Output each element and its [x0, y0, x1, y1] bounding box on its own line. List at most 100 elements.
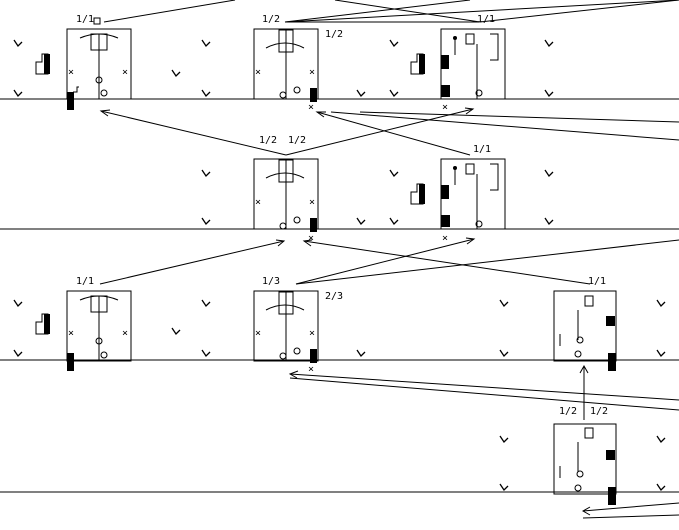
- character-icon: [67, 353, 74, 371]
- character-icon: [608, 487, 616, 505]
- character-icon: [310, 349, 317, 363]
- scene-block: [465, 33, 475, 45]
- bird-icon: [201, 217, 211, 226]
- transition-line: [334, 0, 481, 23]
- transition-arrow: [100, 110, 287, 156]
- bird-icon: [13, 299, 23, 308]
- transition-arrow: [285, 108, 474, 156]
- bird-icon: [499, 483, 509, 492]
- bird-icon: [499, 299, 509, 308]
- bird-icon: [544, 217, 554, 226]
- cross-mark: ×: [255, 197, 261, 208]
- bird-icon: [356, 89, 366, 98]
- state-frame: [440, 158, 506, 230]
- probability-label: 1/3: [262, 276, 280, 287]
- ground-lines: [0, 98, 679, 493]
- bird-icon: [656, 299, 666, 308]
- scene-node: [475, 89, 483, 97]
- bird-icon: [389, 169, 399, 178]
- bird-icon: [499, 349, 509, 358]
- character-icon: [310, 88, 317, 102]
- bird-icon: [656, 435, 666, 444]
- decorative-birds: [13, 39, 666, 492]
- bird-icon: [544, 39, 554, 48]
- bird-icon: [171, 327, 181, 336]
- scene-node: [293, 347, 301, 355]
- scene-node: [279, 352, 287, 360]
- bird-icon: [201, 299, 211, 308]
- state-3b: 1/3 2/3 × × ×: [253, 276, 343, 375]
- side-probability-label: 1/2: [325, 29, 343, 40]
- scene-block: [584, 427, 594, 439]
- bird-icon: [201, 89, 211, 98]
- bird-icon: [544, 169, 554, 178]
- probability-label: 1/1: [76, 276, 94, 287]
- bird-icon: [13, 349, 23, 358]
- state-frame: [66, 290, 132, 362]
- cross-mark: ×: [308, 233, 314, 244]
- bird-icon: [656, 349, 666, 358]
- cross-mark: ×: [309, 67, 315, 78]
- character-icon: [419, 184, 425, 204]
- character-icon: [606, 450, 615, 460]
- bird-icon: [389, 89, 399, 98]
- scene-node: [279, 222, 287, 230]
- scene-node: [95, 76, 103, 84]
- character-icon: [606, 316, 615, 326]
- scene-node: [453, 166, 457, 170]
- transition-arrows: [99, 0, 679, 519]
- state-frame: [553, 423, 617, 495]
- state-1c: 1/1 ×: [440, 14, 506, 113]
- character-icon: [441, 215, 450, 227]
- transition-line: [295, 239, 679, 285]
- scene-block: [465, 163, 475, 175]
- cross-mark: ×: [68, 67, 74, 78]
- side-probability-label: 2/3: [325, 291, 343, 302]
- bird-icon: [201, 169, 211, 178]
- transition-line: [284, 0, 471, 23]
- scene-bracket: [490, 163, 499, 191]
- transition-arrow: [582, 502, 679, 512]
- arrowhead: [302, 239, 313, 247]
- transition-line: [582, 514, 679, 519]
- probability-label-secondary: 1/2: [288, 135, 306, 146]
- transition-line: [359, 111, 679, 123]
- cross-mark: ×: [309, 197, 315, 208]
- scene-block: [584, 295, 594, 307]
- cross-mark: ×: [255, 67, 261, 78]
- cross-mark: ×: [442, 102, 448, 113]
- character-icon: [419, 54, 425, 74]
- scene-node: [574, 484, 582, 492]
- transition-arrow: [316, 111, 471, 156]
- scene-arc: [265, 42, 305, 49]
- state-4a: 1/2 1/2: [553, 406, 617, 505]
- transition-arrow: [289, 373, 679, 401]
- transition-line: [103, 0, 236, 23]
- cross-mark: ×: [442, 233, 448, 244]
- bird-icon: [201, 39, 211, 48]
- scene-node: [576, 336, 584, 344]
- cross-mark: ×: [309, 328, 315, 339]
- arrowhead: [275, 239, 286, 247]
- transition-line: [330, 111, 679, 141]
- scene-node: [95, 337, 103, 345]
- probability-label: 1/1: [477, 14, 495, 25]
- state-3a: 1/1 × ×: [66, 276, 132, 371]
- scene-node: [293, 216, 301, 224]
- state-2a: 1/2 1/2 × × ×: [253, 135, 319, 244]
- transition-line: [284, 0, 679, 23]
- transition-arrow: [295, 238, 475, 285]
- state-frame: [253, 290, 319, 362]
- cross-mark: ×: [308, 102, 314, 113]
- arrowhead: [579, 364, 589, 374]
- transition-arrow: [303, 240, 591, 285]
- bird-icon: [13, 89, 23, 98]
- state-1a: 1/1 × ×: [66, 14, 132, 110]
- scene-node: [100, 89, 108, 97]
- transition-line: [479, 0, 679, 23]
- bird-icon: [499, 435, 509, 444]
- state-2b: 1/1 ×: [440, 144, 506, 244]
- cross-mark: ×: [255, 328, 261, 339]
- bird-icon: [171, 69, 181, 78]
